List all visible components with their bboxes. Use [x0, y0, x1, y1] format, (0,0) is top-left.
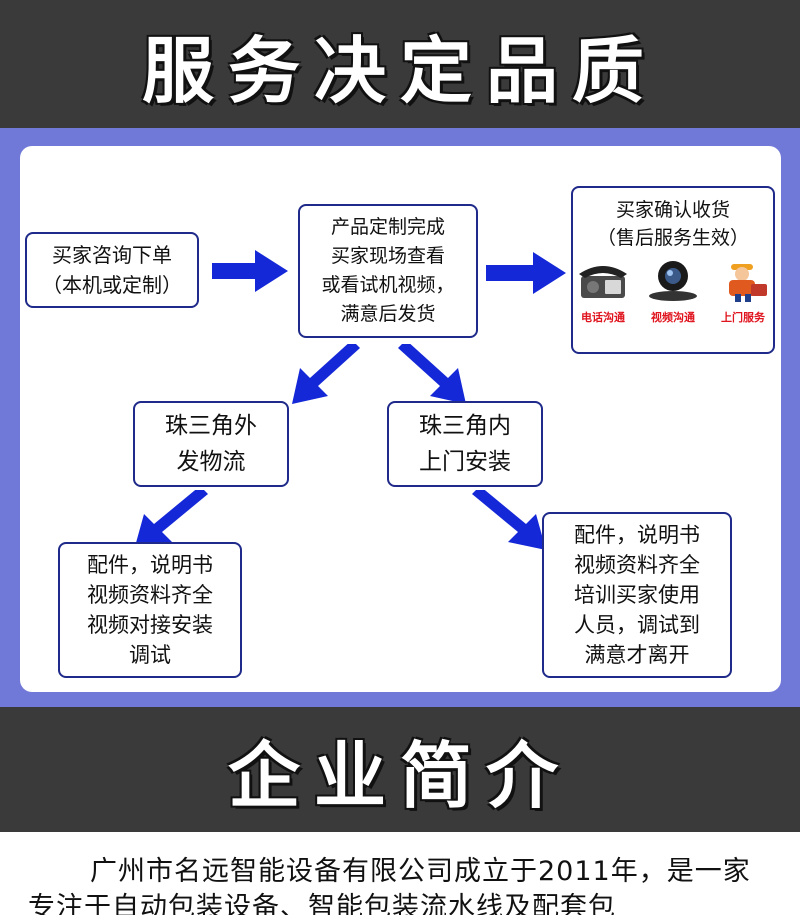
inside-detail-line3: 培训买家使用 — [574, 583, 700, 607]
onsite-support-label: 上门服务 — [721, 311, 765, 324]
step-confirm-line2: （售后服务生效） — [596, 227, 749, 249]
outside-detail-line1: 配件，说明书 — [87, 553, 213, 577]
step-outside-line1: 珠三角外 — [165, 413, 257, 439]
step-consult-line2: （本机或定制） — [42, 273, 182, 297]
inside-detail-line5: 满意才离开 — [584, 643, 690, 667]
service-quality-title: 服务决定品质 — [141, 28, 658, 113]
step-production-line2: 买家现场查看 — [330, 245, 445, 267]
telephone-icon — [579, 266, 627, 298]
phone-support: 电话沟通 — [574, 258, 632, 332]
outside-detail-line2: 视频资料齐全 — [87, 583, 213, 607]
step-consult-order: 买家咨询下单 （本机或定制） — [25, 232, 199, 308]
top-banner: 服务决定品质 — [0, 0, 800, 128]
step-production-line1: 产品定制完成 — [330, 216, 445, 238]
step-production-line4: 满意后发货 — [340, 303, 436, 325]
company-intro-text: 广州市名远智能设备有限公司成立于2011年，是一家专注于自动包装设备、智能包装流… — [28, 856, 751, 915]
inside-detail-line1: 配件，说明书 — [574, 523, 700, 547]
company-intro-section: 广州市名远智能设备有限公司成立于2011年，是一家专注于自动包装设备、智能包装流… — [0, 832, 800, 915]
step-production-line3: 或看试机视频， — [321, 274, 455, 296]
step-confirm-receipt: 买家确认收货 （售后服务生效） 电话沟通 — [571, 186, 775, 354]
technician-icon — [729, 264, 767, 302]
arrow-down-right-2 — [472, 490, 546, 550]
outside-detail-line4: 调试 — [129, 643, 171, 667]
step-inside-line1: 珠三角内 — [419, 413, 511, 439]
arrow-down-right-1 — [398, 344, 466, 404]
step-production-complete: 产品定制完成 买家现场查看 或看试机视频， 满意后发货 — [298, 204, 478, 338]
inside-detail-line2: 视频资料齐全 — [574, 553, 700, 577]
inside-detail-line4: 人员，调试到 — [574, 613, 700, 637]
service-flow-panel: 买家咨询下单 （本机或定制） 产品定制完成 买家现场查看 或看试机视频， 满意后… — [0, 128, 800, 707]
service-flow-canvas: 买家咨询下单 （本机或定制） 产品定制完成 买家现场查看 或看试机视频， 满意后… — [20, 146, 781, 692]
step-confirm-line1: 买家确认收货 — [615, 199, 730, 221]
support-icons-row: 电话沟通 视频沟通 — [574, 258, 772, 332]
video-camera-icon — [649, 261, 697, 301]
company-intro-title: 企业简介 — [227, 734, 572, 818]
arrow-down-left-1 — [292, 344, 360, 404]
step-outside-prd: 珠三角外 发物流 — [133, 401, 289, 487]
arrow-right-2 — [486, 252, 566, 294]
video-support: 视频沟通 — [644, 258, 702, 332]
arrow-right-1 — [212, 250, 288, 292]
video-support-label: 视频沟通 — [651, 311, 695, 324]
step-outside-line2: 发物流 — [176, 449, 246, 475]
arrow-down-left-2 — [134, 490, 208, 550]
step-inside-line2: 上门安装 — [419, 449, 511, 475]
step-inside-prd: 珠三角内 上门安装 — [387, 401, 543, 487]
onsite-support: 上门服务 — [714, 258, 772, 332]
inside-service-detail: 配件，说明书 视频资料齐全 培训买家使用 人员，调试到 满意才离开 — [542, 512, 732, 678]
company-intro-banner: 企业简介 — [0, 707, 800, 832]
step-consult-line1: 买家咨询下单 — [52, 243, 172, 267]
phone-support-label: 电话沟通 — [581, 311, 625, 324]
outside-service-detail: 配件，说明书 视频资料齐全 视频对接安装 调试 — [58, 542, 242, 678]
outside-detail-line3: 视频对接安装 — [87, 613, 213, 637]
